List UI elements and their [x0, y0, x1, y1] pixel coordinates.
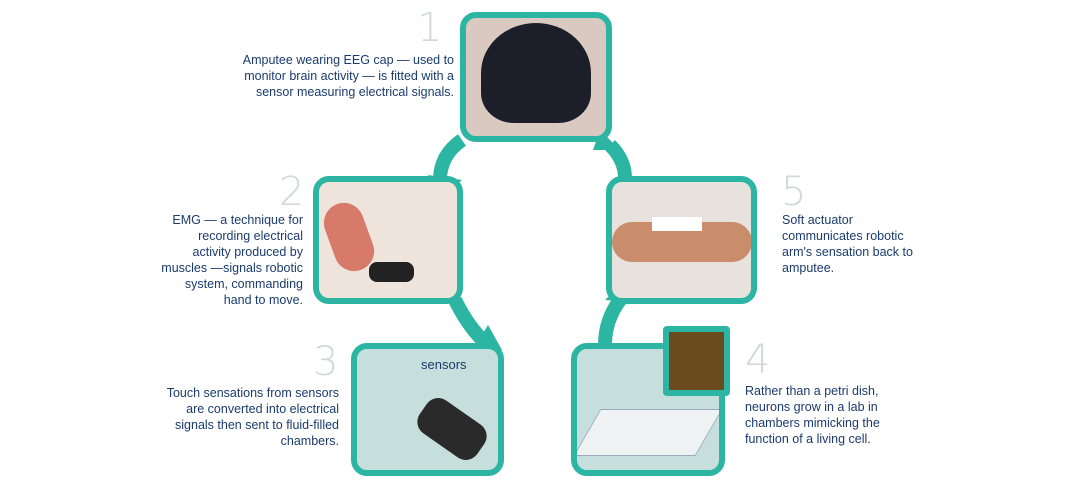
robotic-arm-illustration: [369, 262, 414, 282]
step-2-text: EMG — a technique for recording electric…: [161, 213, 303, 307]
eeg-cap-illustration: [481, 23, 591, 123]
step-1-image-eeg-cap: [460, 12, 612, 142]
step-4-number: 4: [745, 337, 771, 383]
step-3-number: 3: [313, 339, 339, 385]
arrow-1-to-2: [433, 134, 467, 181]
step-3-image-robotic-hand: sensors: [351, 343, 504, 476]
arrow-4-to-5: [598, 295, 626, 346]
sensors-label: sensors: [421, 357, 467, 372]
step-4-text: Rather than a petri dish, neurons grow i…: [745, 384, 880, 446]
chip-illustration: [577, 409, 719, 456]
step-3-text: Touch sensations from sensors are conver…: [166, 386, 339, 448]
step-4-image-chip: [571, 343, 725, 476]
step-5-image-soft-actuator: [606, 176, 757, 304]
step-2-image-emg-arm: [313, 176, 463, 304]
step-5-number: 5: [781, 169, 807, 215]
robotic-hand-illustration: [411, 392, 493, 466]
step-2-number: 2: [279, 169, 305, 215]
neuron-inset-image: [663, 326, 730, 396]
actuator-illustration: [652, 217, 702, 231]
step-1-number: 1: [417, 5, 443, 51]
step-1-text: Amputee wearing EEG cap — used to monito…: [242, 53, 454, 99]
step-5-text: Soft actuator communicates robotic arm's…: [782, 213, 913, 275]
